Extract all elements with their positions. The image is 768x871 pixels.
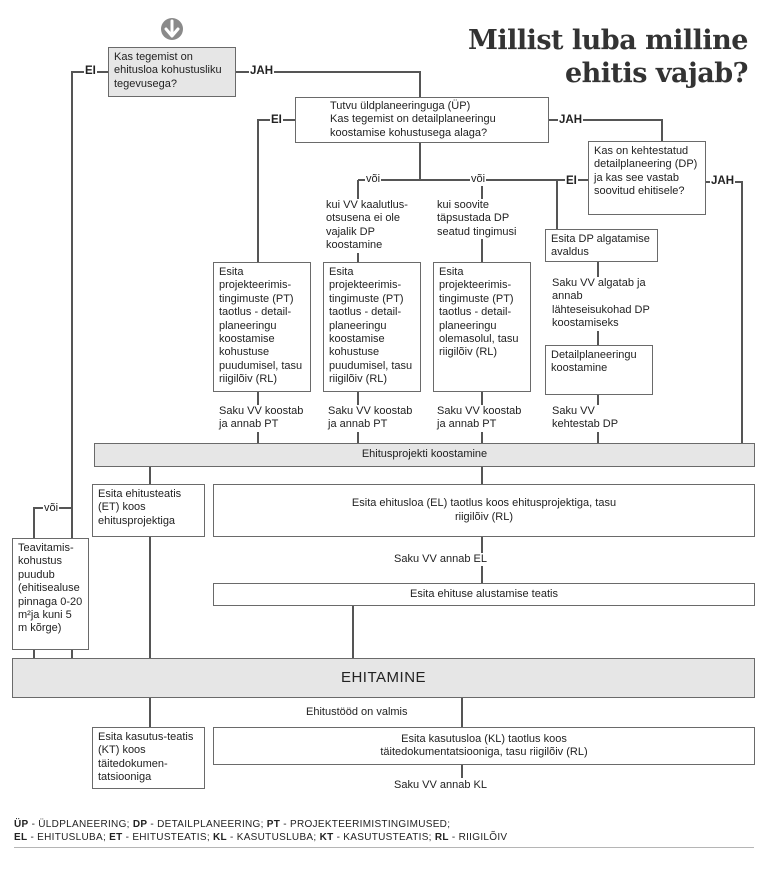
connector-tutvu-ei	[257, 119, 295, 262]
legend-text: - KASUTUSTEATIS;	[333, 832, 435, 843]
box-start-question: Kas tegemist on ehitusloa kohustusliku t…	[108, 47, 236, 97]
label-ei-left: EI	[84, 65, 97, 79]
connector-voi-teavitamis	[33, 507, 72, 538]
label-koostab-1: Saku VV koostab ja annab PT	[218, 405, 312, 432]
box-pt-taotlus-1: Esita projekteerimis-tingimuste (PT) tao…	[213, 262, 311, 392]
arrow-down-circle-icon	[161, 18, 183, 40]
legend-abbr: ET	[109, 832, 123, 843]
legend-divider	[14, 847, 754, 848]
legend-abbr: PT	[266, 819, 281, 830]
label-ei-right: EI	[565, 175, 578, 189]
label-jah-right: JAH	[710, 175, 736, 189]
box-kehtestatud-dp: Kas on kehtestatud detailplaneering (DP)…	[588, 141, 706, 215]
title-line-2: ehitis vajab?	[564, 58, 749, 89]
label-valmis: Ehitustööd on valmis	[305, 706, 409, 720]
legend-text: - DETAILPLANEERING;	[147, 819, 267, 830]
legend-line-2: EL - EHITUSLUBA; ET - EHITUSTEATIS; KL -…	[14, 831, 507, 844]
box-ehitusteatis: Esita ehitusteatis (ET) koos ehitusproje…	[92, 484, 205, 537]
label-voi-1: või	[365, 173, 382, 187]
label-kehtestab: Saku VV kehtestab DP	[551, 405, 631, 432]
box-tutvu-text: Tutvu üldplaneeringuga (ÜP) Kas tegemist…	[330, 100, 496, 139]
label-voi-2: või	[470, 173, 487, 187]
box-ehitusluba: Esita ehitusloa (EL) taotlus koos ehitus…	[213, 484, 755, 537]
label-jah-mid: JAH	[558, 114, 584, 128]
label-voi-left: või	[43, 502, 60, 516]
title-line-1: Millist luba milline	[467, 25, 749, 56]
label-jah-top: JAH	[249, 65, 275, 79]
legend-abbr: KL	[213, 832, 227, 843]
box-pt-taotlus-2: Esita projekteerimis-tingimuste (PT) tao…	[323, 262, 421, 392]
label-cond-tapsustada: kui soovite täpsustada DP seatud tingimu…	[436, 199, 530, 240]
legend-abbr: KT	[319, 832, 334, 843]
legend-text: - EHITUSTEATIS;	[122, 832, 214, 843]
connector-start-jah	[236, 71, 421, 97]
box-pt-taotlus-3: Esita projekteerimis-tingimuste (PT) tao…	[433, 262, 531, 392]
diagram-title: Millist luba milline ehitis vajab?	[467, 24, 749, 90]
box-kasutusluba: Esita kasutusloa (KL) taotlus koos täite…	[213, 727, 755, 765]
label-koostab-3: Saku VV koostab ja annab PT	[436, 405, 530, 432]
box-ehitusprojekt: Ehitusprojekti koostamine	[94, 443, 755, 467]
box-tutvu-yp: Tutvu üldplaneeringuga (ÜP) Kas tegemist…	[295, 97, 549, 143]
connector-kehtestatud-jah	[706, 181, 743, 443]
box-ehitamine: EHITAMINE	[12, 658, 755, 698]
label-annab-kl: Saku VV annab KL	[393, 779, 488, 793]
legend-abbr: RL	[434, 832, 449, 843]
box-dp-avaldus: Esita DP algatamise avaldus	[545, 229, 658, 262]
box-alustamise-teatis: Esita ehituse alustamise teatis	[213, 583, 755, 606]
legend-line-1: ÜP - ÜLDPLANEERING; DP - DETAILPLANEERIN…	[14, 818, 450, 831]
legend-abbr: ÜP	[14, 819, 29, 830]
label-koostab-2: Saku VV koostab ja annab PT	[327, 405, 421, 432]
legend-text: - ÜLDPLANEERING;	[28, 819, 133, 830]
legend-text: - EHITUSLUBA;	[27, 832, 110, 843]
legend-text: - RIIGILÕIV	[448, 832, 508, 843]
box-teavitamis: Teavitamis-kohustus puudub (ehitisealuse…	[12, 538, 89, 650]
label-annab-el: Saku VV annab EL	[393, 553, 488, 567]
label-saku-algatab: Saku VV algatab ja annab lähteseisukohad…	[551, 277, 663, 331]
box-kasutusteatis: Esita kasutus-teatis (KT) koos täitedoku…	[92, 727, 205, 789]
legend-abbr: DP	[132, 819, 148, 830]
legend-abbr: EL	[14, 832, 28, 843]
label-cond-kaalutlus: kui VV kaalutlus-otsusena ei ole vajalik…	[325, 199, 417, 253]
connector-tutvu-jah	[549, 119, 663, 141]
legend-text: - KASUTUSLUBA;	[226, 832, 320, 843]
box-dp-koostamine: Detailplaneeringu koostamine	[545, 345, 653, 395]
legend-text: - PROJEKTEERIMISTINGIMUSED;	[280, 819, 451, 830]
label-ei-mid: EI	[270, 114, 283, 128]
